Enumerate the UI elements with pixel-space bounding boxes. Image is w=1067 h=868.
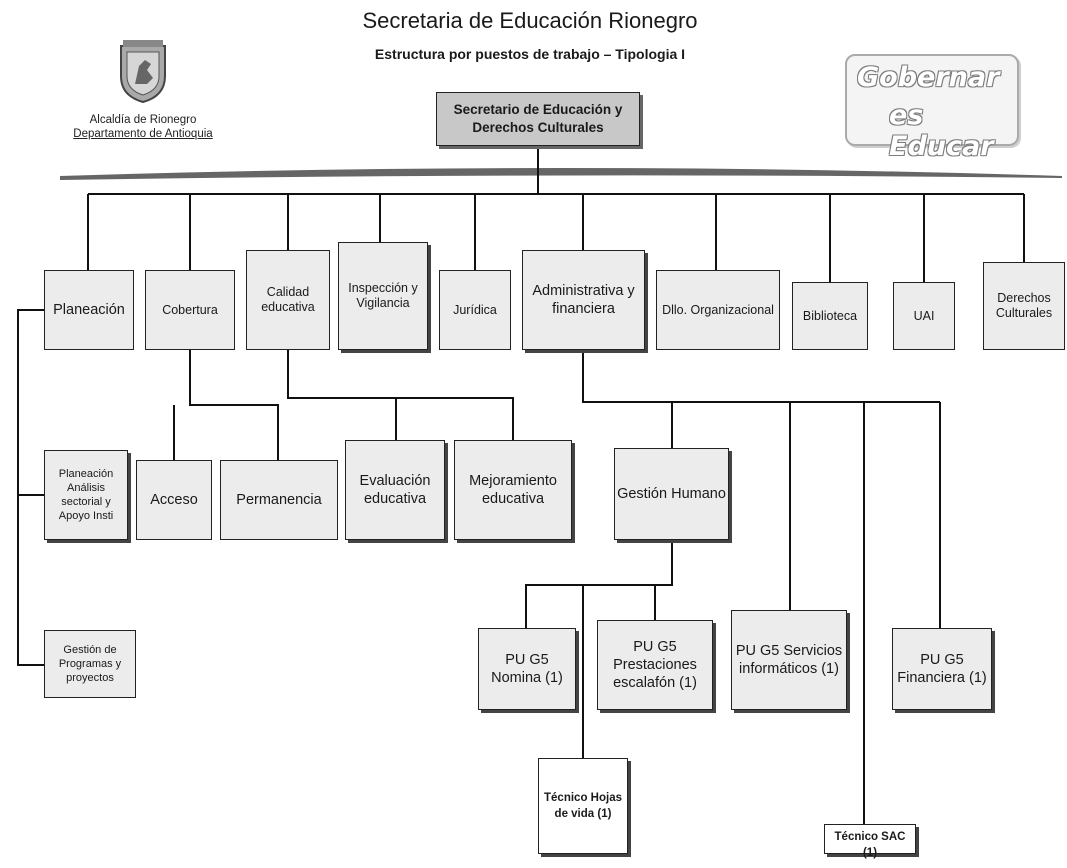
box-derechos-culturales: Derechos Culturales xyxy=(983,262,1065,350)
logo-caption-line-2: Departamento de Antioquia xyxy=(73,128,213,140)
box-planeacion-analisis: Planeación Análisis sectorial y Apoyo In… xyxy=(44,450,128,540)
logo-word-2: es Educar xyxy=(889,100,994,162)
logo-word-1: Gobernar xyxy=(857,62,1000,93)
box-administrativa-financiera: Administrativa y financiera xyxy=(522,250,645,350)
box-calidad-educativa: Calidad educativa xyxy=(246,250,330,350)
coat-of-arms-icon xyxy=(120,40,166,104)
header-divider xyxy=(60,168,1062,180)
page-subtitle: Estructura por puestos de trabajo – Tipo… xyxy=(374,46,686,62)
admin-bus xyxy=(582,350,940,403)
box-pu-prestaciones: PU G5 Prestaciones escalafón (1) xyxy=(597,620,713,710)
box-permanencia: Permanencia xyxy=(220,460,338,540)
calidad-branch xyxy=(287,350,514,440)
page-title: Secretaria de Educación Rionegro xyxy=(362,8,698,33)
box-evaluacion-educativa: Evaluación educativa xyxy=(345,440,445,540)
gestion-branch xyxy=(525,540,673,758)
box-pu-servicios-informaticos: PU G5 Servicios informáticos (1) xyxy=(731,610,847,710)
box-secretario: Secretario de Educación y Derechos Cultu… xyxy=(436,92,640,146)
box-tecnico-sac: Técnico SAC (1) xyxy=(824,824,916,859)
gobernar-es-educar-logo: Gobernar es Educar xyxy=(845,54,1019,162)
box-gestion-programas: Gestión de Programas y proyectos xyxy=(44,630,136,698)
box-tecnico-hojas-de-vida: Técnico Hojas de vida (1) xyxy=(538,758,628,854)
box-dllo-organizacional: Dllo. Organizacional xyxy=(656,270,780,350)
box-planeacion: Planeación xyxy=(44,270,134,350)
planeacion-bracket xyxy=(17,309,44,666)
box-acceso: Acceso xyxy=(136,460,212,540)
logo-caption-line-1: Alcaldía de Rionegro xyxy=(89,114,197,126)
box-cobertura: Cobertura xyxy=(145,270,235,350)
box-juridica: Jurídica xyxy=(439,270,511,350)
cobertura-branch xyxy=(173,350,279,460)
box-gestion-humano: Gestión Humano xyxy=(614,448,729,540)
box-pu-financiera: PU G5 Financiera (1) xyxy=(892,628,992,710)
alcaldia-logo: Alcaldía de Rionegro Departamento de Ant… xyxy=(58,38,228,141)
box-inspeccion-vigilancia: Inspección y Vigilancia xyxy=(338,242,428,350)
box-pu-nomina: PU G5 Nomina (1) xyxy=(478,628,576,710)
box-uai: UAI xyxy=(893,282,955,350)
box-mejoramiento-educativa: Mejoramiento educativa xyxy=(454,440,572,540)
box-biblioteca: Biblioteca xyxy=(792,282,868,350)
